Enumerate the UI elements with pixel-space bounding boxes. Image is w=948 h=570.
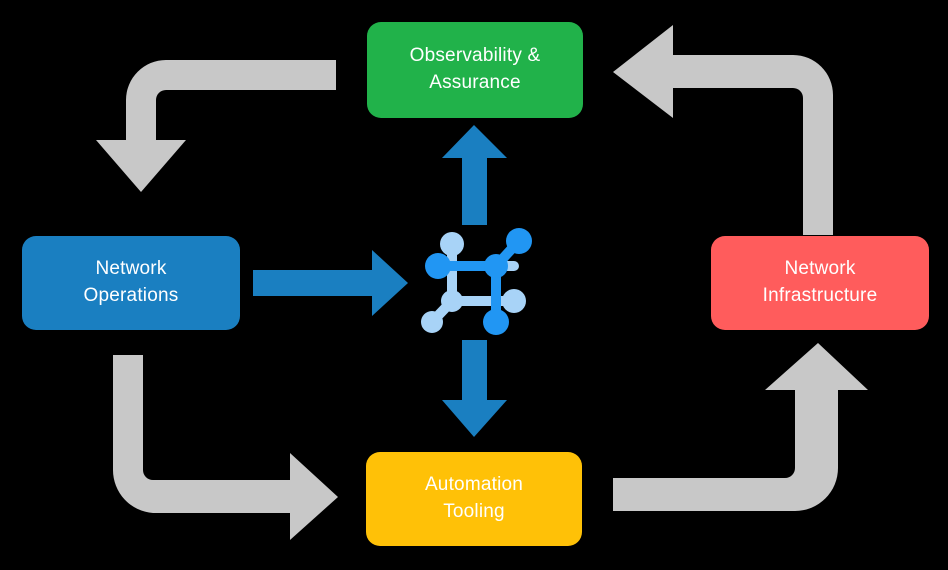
network-topology-icon bbox=[421, 228, 532, 335]
box-network-infrastructure[interactable]: Network Infrastructure bbox=[711, 236, 929, 330]
box-observability-assurance[interactable]: Observability & Assurance bbox=[367, 22, 583, 118]
box-automation-tooling[interactable]: Automation Tooling bbox=[366, 452, 582, 546]
gray-arrow-automation-to-netinfra bbox=[613, 343, 868, 511]
gray-arrow-netinfra-to-observability bbox=[613, 25, 833, 235]
gray-arrow-netops-to-automation bbox=[112, 355, 338, 540]
blue-arrow-center-to-observability bbox=[442, 125, 507, 225]
blue-arrow-center-to-automation bbox=[442, 340, 507, 437]
gray-arrow-observability-to-netops bbox=[96, 60, 336, 192]
blue-arrow-netops-to-center bbox=[253, 250, 408, 316]
box-network-operations[interactable]: Network Operations bbox=[22, 236, 240, 330]
